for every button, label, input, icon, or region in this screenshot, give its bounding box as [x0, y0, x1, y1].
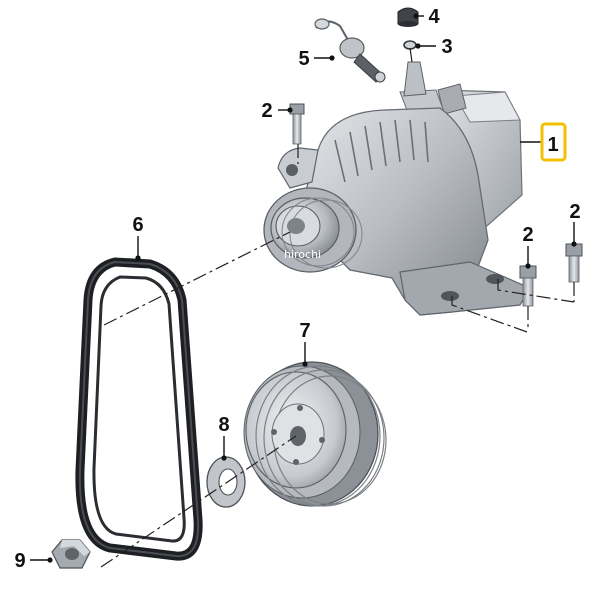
washer-drawing [206, 456, 246, 508]
ribbed-belt-drawing [75, 257, 203, 561]
alternator-drawing [263, 61, 531, 316]
callout-9[interactable]: 9 [14, 550, 25, 572]
callout-3[interactable]: 3 [441, 36, 452, 58]
callout-2-lower-b[interactable]: 2 [569, 201, 580, 223]
watermark: hirochi [284, 248, 321, 261]
callout-4[interactable]: 4 [428, 6, 440, 28]
callout-1[interactable]: 1 [547, 134, 558, 156]
washer-nut-drawing [403, 40, 417, 50]
leader-lines [30, 13, 577, 563]
bolt-lower-a-drawing [519, 265, 537, 307]
callout-6[interactable]: 6 [132, 214, 143, 236]
callout-2-upper[interactable]: 2 [261, 100, 272, 122]
cap-nut-drawing [397, 7, 419, 27]
hex-nut-drawing [51, 539, 91, 569]
callout-2-lower-a[interactable]: 2 [522, 224, 533, 246]
callout-5[interactable]: 5 [298, 48, 309, 70]
sensor-cable-drawing [314, 18, 386, 83]
crank-pulley-drawing [243, 361, 387, 507]
callout-8[interactable]: 8 [218, 414, 229, 436]
assembly-axes [100, 47, 575, 568]
callout-7[interactable]: 7 [299, 320, 310, 342]
bolt-lower-b-drawing [565, 243, 583, 283]
callout-1-highlight-box [540, 122, 567, 162]
